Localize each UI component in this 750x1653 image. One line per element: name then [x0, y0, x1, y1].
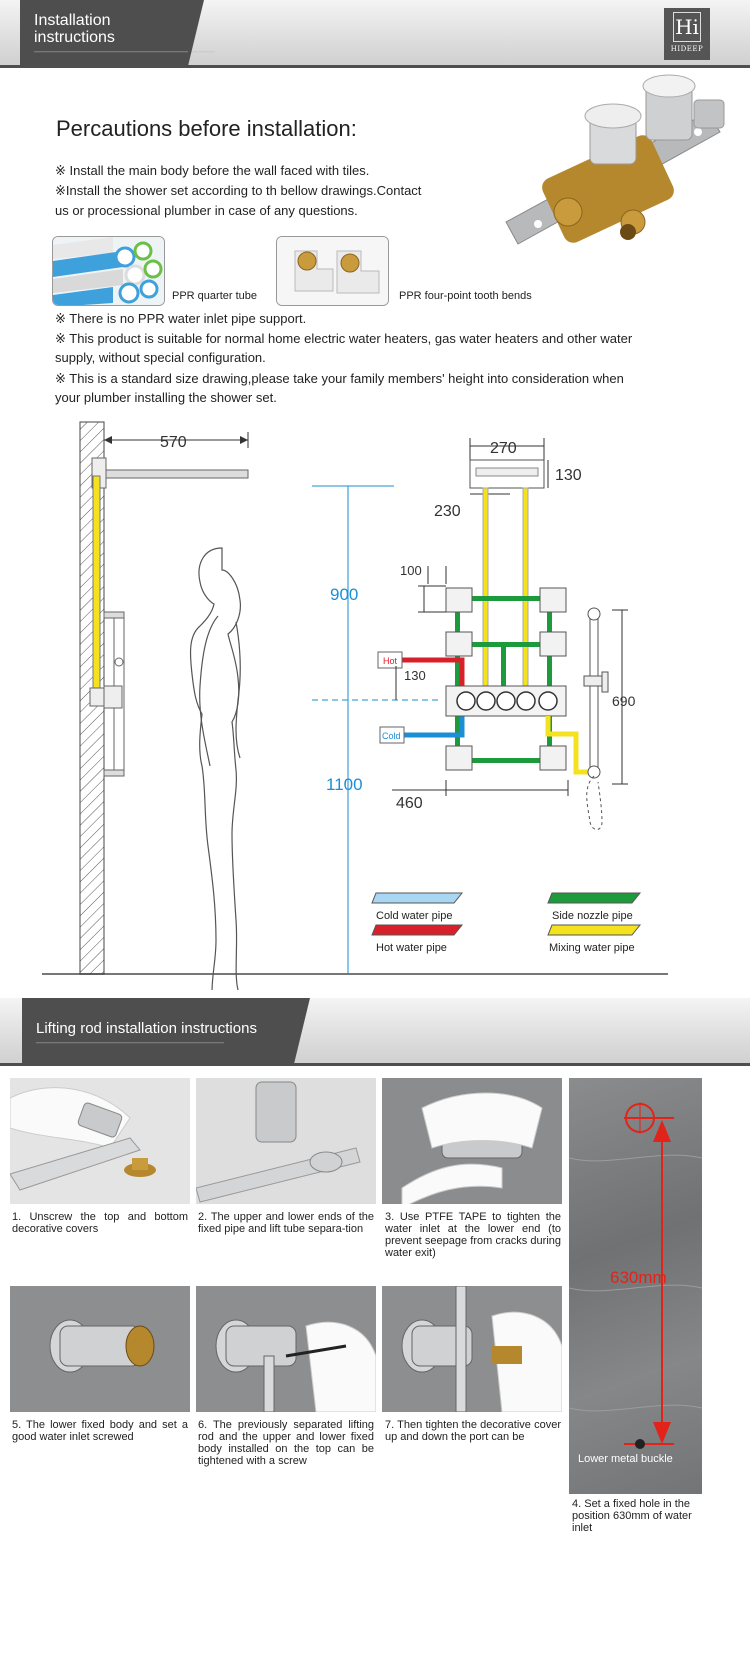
step-7-photo	[382, 1286, 562, 1412]
ppr-bend-caption: PPR four-point tooth bends	[399, 290, 532, 302]
step-1-photo	[10, 1078, 190, 1204]
side-nozzle	[445, 745, 473, 771]
ppr-tube-caption: PPR quarter tube	[172, 290, 257, 302]
lifting-banner: Lifting rod installation instructions ━━…	[0, 998, 750, 1066]
header-title-block: Installation instructions ━━━━━━━━━━━━━━…	[20, 0, 215, 66]
ppr-bends-icon	[277, 237, 388, 305]
dim-270: 270	[490, 440, 517, 457]
installation-diagram: 570 900 1100 270 130 230	[42, 421, 668, 990]
legend-hot-label: Hot water pipe	[376, 942, 447, 954]
dim-130-mid: 130	[404, 668, 426, 683]
header-banner: Installation instructions ━━━━━━━━━━━━━━…	[0, 0, 750, 68]
side-nozzle	[539, 587, 567, 613]
header-fine-print-decoration: ━━━━━━━━━━━━━━━━━━━━━━━━━━━━━━━━━━━━━━━━…	[34, 50, 215, 54]
human-figure	[189, 547, 241, 990]
ppr-bend-photo	[276, 236, 389, 306]
header-title-line1: Installation	[34, 12, 111, 29]
ppr-tubes-icon	[53, 237, 164, 305]
logo-mark: Hi	[673, 12, 701, 42]
dim-570: 570	[160, 434, 187, 451]
handshower-slide-bar	[589, 613, 599, 775]
step-3-text: 3. Use PTFE TAPE to tighten the water in…	[385, 1211, 561, 1259]
separate-pipes-illustration	[196, 1078, 376, 1204]
ptfe-tape-illustration	[382, 1078, 562, 1204]
precaution-line-1: ※ Install the main body before the wall …	[55, 163, 370, 178]
brand-name: HIDEEP	[670, 45, 704, 53]
side-nozzle	[445, 587, 473, 613]
step-4-text: 4. Set a fixed hole in the position 630m…	[572, 1498, 692, 1534]
dim-230: 230	[434, 503, 461, 520]
lifting-fine-print-decoration: ━━━━━━━━━━━━━━━━━━━━━━━━━━━━━━━━━━━━━━━━…	[36, 1041, 224, 1045]
legend-hot-swatch	[371, 924, 464, 936]
brand-logo: Hi HIDEEP	[664, 8, 710, 60]
step-2-photo	[196, 1078, 376, 1204]
tighten-cover-illustration	[382, 1286, 562, 1412]
precaution-line-4a: ※ This product is suitable for normal ho…	[55, 331, 633, 346]
precaution-line-5b: your plumber installing the shower set.	[55, 390, 277, 405]
ppr-tube-photo	[52, 236, 165, 306]
wall-tile-photo	[569, 1078, 702, 1494]
dim-900: 900	[330, 585, 358, 604]
step-1-text: 1. Unscrew the top and bottom decorative…	[12, 1211, 188, 1235]
header-title-line2: instructions	[34, 29, 115, 46]
header-rule	[0, 65, 750, 68]
legend-side-swatch	[547, 892, 642, 904]
dim-690: 690	[612, 693, 636, 709]
cold-label: Cold	[382, 731, 401, 741]
wall-dimension-630: 630mm	[610, 1268, 667, 1287]
shower-arm	[103, 469, 249, 479]
lifting-title: Lifting rod installation instructions	[36, 1020, 257, 1037]
precaution-line-4b: supply, without special configuration.	[55, 350, 266, 365]
precaution-line-2b: us or processional plumber in case of an…	[55, 203, 358, 218]
legend-cold-swatch	[371, 892, 464, 904]
dim-100: 100	[400, 563, 422, 578]
legend-mixing-swatch	[547, 924, 642, 936]
legend-side-label: Side nozzle pipe	[552, 910, 633, 922]
hot-label: Hot	[383, 656, 398, 666]
valve-body-illustration	[505, 74, 725, 245]
unscrew-cover-illustration	[10, 1078, 190, 1204]
dim-460: 460	[396, 795, 423, 812]
step-6-photo	[196, 1286, 376, 1412]
precaution-line-5a: ※ This is a standard size drawing,please…	[55, 371, 624, 386]
precaution-line-2a: ※Install the shower set according to th …	[55, 183, 422, 198]
step-2-text: 2. The upper and lower ends of the fixed…	[198, 1211, 374, 1235]
step-6-text: 6. The previously separated lifting rod …	[198, 1419, 374, 1467]
lower-metal-buckle-label: Lower metal buckle	[578, 1453, 673, 1465]
mounting-height-illustration	[569, 1102, 702, 1449]
dim-1100: 1100	[326, 775, 363, 794]
dim-130-top: 130	[555, 467, 582, 484]
side-nozzle	[445, 631, 473, 657]
legend-cold-label: Cold water pipe	[376, 910, 452, 922]
step-5-photo	[10, 1286, 190, 1412]
precaution-line-3: ※ There is no PPR water inlet pipe suppo…	[55, 311, 307, 326]
step-7-text: 7. Then tighten the decorative cover up …	[385, 1419, 561, 1443]
lifting-title-block: Lifting rod installation instructions ━━…	[22, 998, 310, 1064]
lower-fixed-body-illustration	[10, 1286, 190, 1412]
side-nozzle	[539, 631, 567, 657]
step-3-photo	[382, 1078, 562, 1204]
lifting-rule	[0, 1063, 750, 1066]
tighten-screw-illustration	[196, 1286, 376, 1412]
step-5-text: 5. The lower fixed body and set a good w…	[12, 1419, 188, 1443]
precautions-heading: Percautions before installation:	[56, 116, 357, 141]
side-nozzle	[539, 745, 567, 771]
legend-mixing-label: Mixing water pipe	[549, 942, 635, 954]
